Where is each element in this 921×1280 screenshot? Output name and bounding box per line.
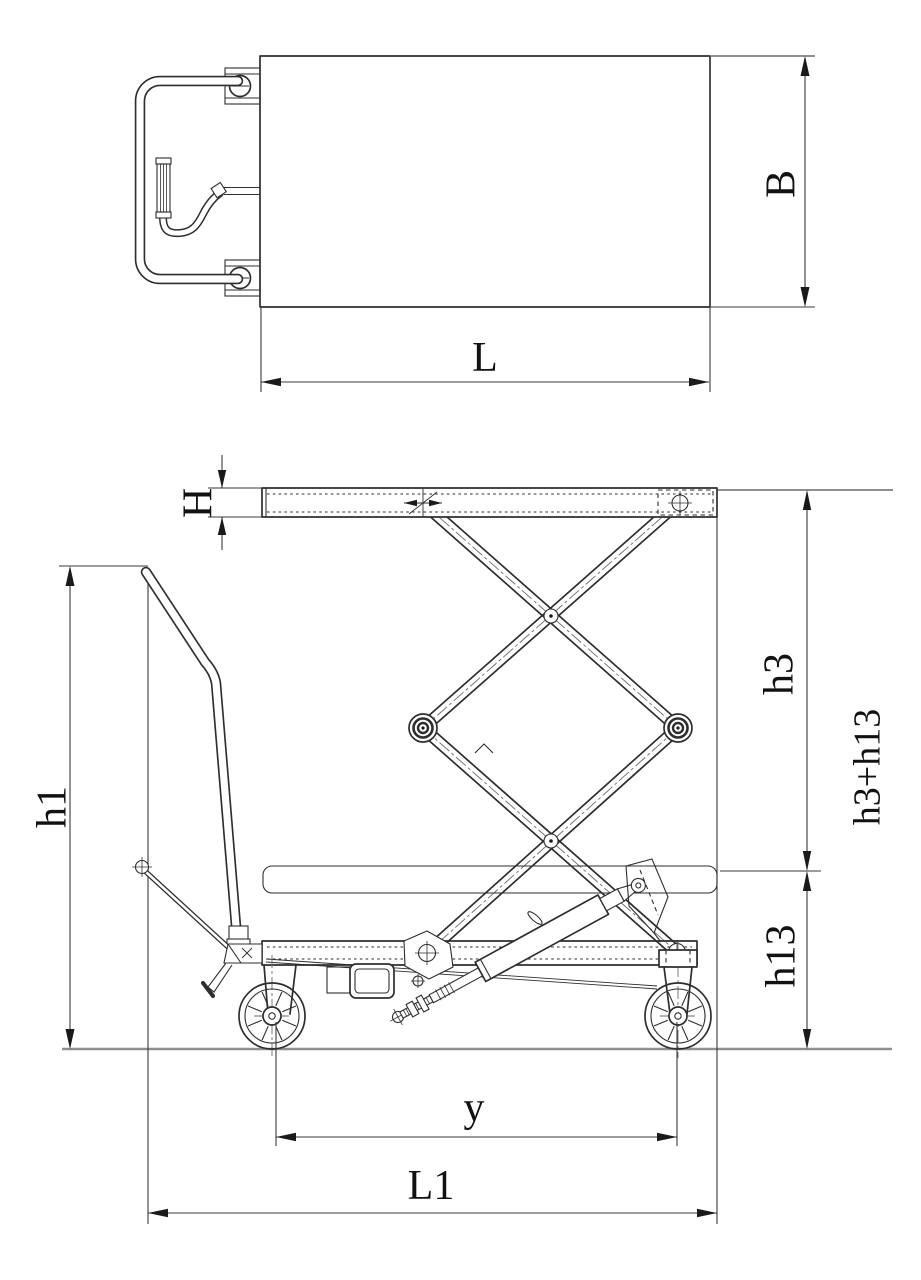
arm-slot — [527, 911, 543, 925]
release-lever-side — [132, 857, 232, 951]
dim-label-h13: h13 — [759, 925, 805, 988]
top-release-lever — [155, 157, 260, 238]
dimension-h3: h3 — [757, 490, 812, 871]
rod-nut — [415, 994, 430, 1013]
center-pivot-bearing-left — [408, 713, 438, 743]
side-view: h1 — [30, 455, 893, 1224]
wheel-rear-caster — [644, 942, 712, 1058]
arm-tab — [474, 743, 494, 754]
wheel-front — [238, 955, 306, 1058]
dim-label-H: H — [176, 488, 222, 518]
top-pivot-bracket — [657, 489, 714, 516]
top-handle-brackets — [224, 67, 261, 297]
dimension-H: H — [176, 455, 262, 550]
pump-unit — [326, 963, 395, 999]
dimension-h13: h13 — [759, 871, 812, 1049]
dimension-L: L — [260, 56, 711, 392]
wheel-spokes — [247, 991, 297, 1041]
grip-end-cap — [155, 211, 172, 219]
ghost-platform-lowered — [262, 865, 821, 894]
hydraulic-cylinder — [389, 877, 646, 1026]
dim-label-y: y — [464, 1085, 485, 1131]
base-pivot-left — [403, 930, 454, 988]
side-handle — [140, 566, 251, 946]
dimension-y: y — [275, 1022, 678, 1146]
dim-label-L: L — [472, 335, 498, 381]
dimension-L1: L1 — [148, 1163, 717, 1218]
dim-label-h1: h1 — [30, 786, 76, 828]
cylinder-body — [474, 894, 610, 983]
scissor-mechanism — [408, 498, 693, 957]
top-platform — [259, 55, 711, 308]
lever-ferrule — [210, 181, 228, 199]
wheel-spokes — [653, 991, 703, 1041]
top-roller-marker — [404, 489, 442, 517]
foot-pedal — [201, 962, 233, 998]
dim-label-h3-plus-h13: h3+h13 — [846, 709, 888, 825]
center-pivot-bearing-right — [663, 713, 693, 743]
top-handle-loop — [134, 75, 244, 285]
tie-rod — [265, 958, 658, 987]
dim-label-h3: h3 — [757, 653, 803, 695]
dim-label-L1: L1 — [408, 1163, 455, 1209]
cylinder-mount-bracket — [625, 858, 669, 943]
dim-label-B: B — [759, 170, 805, 198]
dimension-B: B — [710, 55, 815, 308]
rod-nut — [405, 1000, 420, 1018]
grip-end-cap — [155, 157, 172, 165]
top-view: B L — [134, 55, 815, 392]
handle-mount-bracket — [223, 943, 263, 964]
caster-fork — [663, 966, 671, 1015]
dimension-h1: h1 — [30, 565, 148, 1049]
side-platform — [261, 487, 718, 518]
caster-bracket — [658, 949, 698, 968]
